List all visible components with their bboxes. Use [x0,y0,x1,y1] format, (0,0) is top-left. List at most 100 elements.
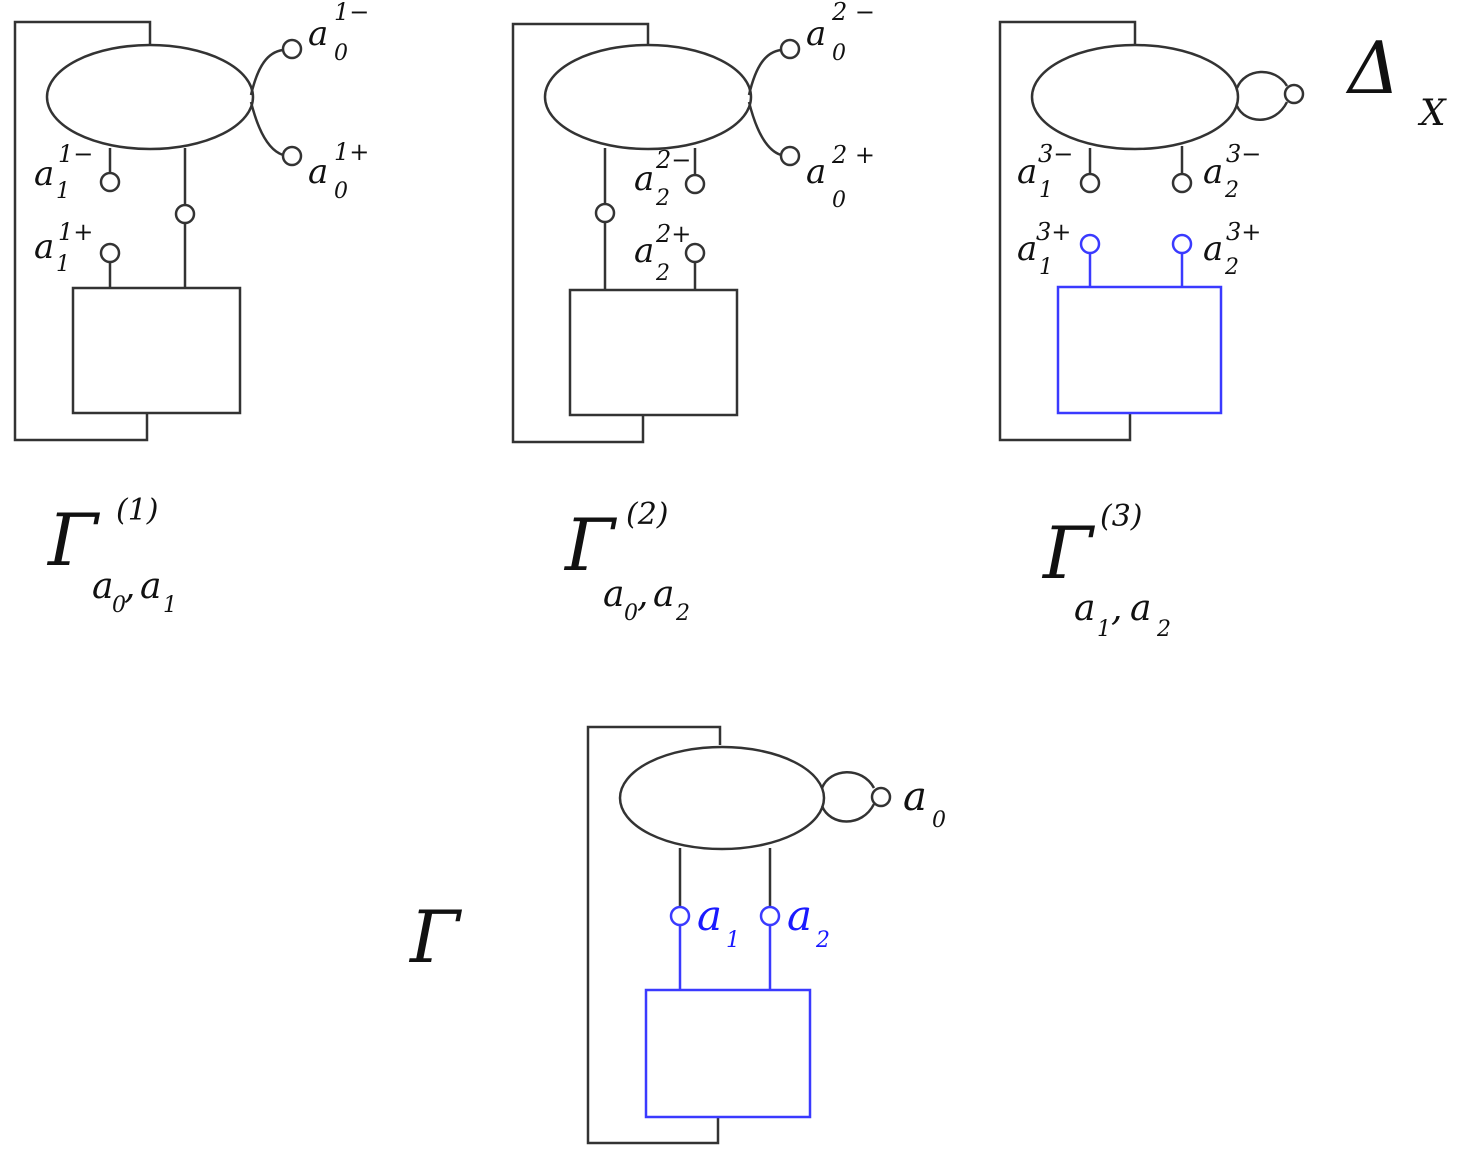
svg-text:a: a [92,566,113,607]
gamma-box [644,988,812,1119]
svg-text:2−: 2− [655,146,691,174]
svg-text:a: a [1203,229,1223,269]
svg-text:(3): (3) [1100,499,1143,534]
svg-text:,: , [1111,588,1122,629]
svg-text:Γ: Γ [46,498,101,582]
gamma-self-loop [820,771,876,823]
svg-text:3+: 3+ [1226,218,1261,246]
panel-1: a 0 1− a 0 1+ a 1 1− a 1 1+ Γ (1) a 0 , … [13,0,369,618]
panel-1-label-a1-minus: a 1 1− [34,140,93,204]
panel-2-label-a2-minus: a 2 2− [634,146,691,211]
svg-text:1: 1 [726,928,740,953]
svg-text:,: , [124,566,135,607]
svg-text:Γ: Γ [563,503,618,587]
svg-text:3−: 3− [1038,140,1073,168]
panel-3: a 1 3− a 2 3− a 1 3+ a 2 3+ Γ (3) a 1 , … [998,20,1305,642]
svg-text:0: 0 [624,601,638,626]
svg-text:2: 2 [1224,255,1239,280]
svg-text:(1): (1) [116,493,159,528]
svg-text:a: a [308,14,328,54]
panel-1-label-a1-plus: a 1 1+ [34,218,93,277]
panel-1-node-a1-plus [99,242,121,264]
svg-text:a: a [1203,152,1223,192]
svg-text:0: 0 [832,188,846,213]
panel-1-ellipse [45,43,255,151]
svg-text:2 −: 2 − [831,0,875,26]
svg-text:2: 2 [1224,178,1239,203]
svg-text:1: 1 [56,252,70,277]
svg-text:a: a [140,566,161,607]
svg-text:2: 2 [1156,617,1171,642]
svg-text:1+: 1+ [58,218,93,246]
svg-text:1: 1 [1097,617,1111,642]
svg-text:(2): (2) [626,497,669,532]
svg-text:0: 0 [832,41,846,66]
svg-text:1−: 1− [334,0,369,26]
gamma-panel: Γ a 0 a 1 a 2 [408,725,946,1145]
gamma-title: Γ [408,895,463,979]
svg-text:a: a [787,891,812,940]
svg-text:a: a [34,154,54,194]
svg-text:0: 0 [112,593,126,618]
panel-3-label-a1-minus: a 1 3− [1017,140,1073,203]
panel-1-node-a0-plus [281,145,303,167]
svg-text:1+: 1+ [334,138,369,166]
panel-2-box [568,288,739,417]
panel-1-caption: Γ (1) a 0 , a 1 [46,493,177,618]
svg-text:0: 0 [932,808,946,833]
panel-2-node-a2-minus [684,173,706,195]
panel-3-feedback-loop [998,20,1137,442]
panel-2-node-a0-plus [779,145,801,167]
svg-text:1: 1 [163,593,177,618]
panel-1-node-middle [174,203,196,225]
panel-3-node-a2-plus [1171,233,1193,255]
svg-text:Δ: Δ [1345,26,1400,110]
svg-text:Γ: Γ [1041,511,1096,595]
panel-2-label-a2-plus: a 2 2+ [634,220,691,286]
panel-1-edge-a0-minus [249,48,284,96]
panel-3-node-a2-minus [1171,172,1193,194]
panel-2-node-a0-minus [779,38,801,60]
svg-text:a: a [603,574,624,615]
svg-text:3−: 3− [1226,140,1261,168]
svg-text:2: 2 [655,261,670,286]
panel-3-caption: Γ (3) a 1 , a 2 [1041,499,1171,642]
svg-text:1: 1 [56,179,70,204]
svg-text:a: a [697,891,722,940]
panel-3-self-loop-node [1283,83,1305,105]
panel-2-edge-a0-minus [747,48,782,96]
svg-text:a: a [806,14,826,54]
panel-2-node-middle [594,202,616,224]
panel-3-node-a1-minus [1079,172,1101,194]
svg-text:a: a [308,152,328,192]
svg-text:1−: 1− [58,140,93,168]
gamma-node-a0 [870,786,892,808]
svg-text:a: a [634,159,654,199]
panel-2-edge-a0-plus [747,101,782,157]
svg-text:1: 1 [1039,178,1053,203]
svg-text:2: 2 [815,928,830,953]
svg-text:2: 2 [655,186,670,211]
panel-3-box [1056,285,1223,415]
gamma-label-a2: a 2 [787,891,830,953]
svg-text:,: , [637,574,648,615]
svg-text:a: a [903,774,927,820]
svg-text:2 +: 2 + [831,141,875,169]
delta-x-label: Δ X [1345,26,1447,134]
panel-1-label-a0-minus: a 0 1− [308,0,369,66]
svg-text:0: 0 [334,179,348,204]
panel-3-label-a2-minus: a 2 3− [1203,140,1261,203]
svg-text:a: a [34,227,54,267]
svg-text:0: 0 [334,41,348,66]
svg-text:a: a [634,231,654,271]
panel-2-ellipse [543,43,753,151]
svg-text:a: a [653,574,674,615]
panel-3-label-a2-plus: a 2 3+ [1203,218,1261,280]
gamma-feedback-loop [586,725,722,1145]
svg-text:a: a [1017,229,1037,269]
panel-1-node-a1-minus [99,171,121,193]
panel-1-box [71,286,242,415]
panel-3-ellipse [1030,43,1240,151]
panel-3-self-loop [1235,70,1289,121]
